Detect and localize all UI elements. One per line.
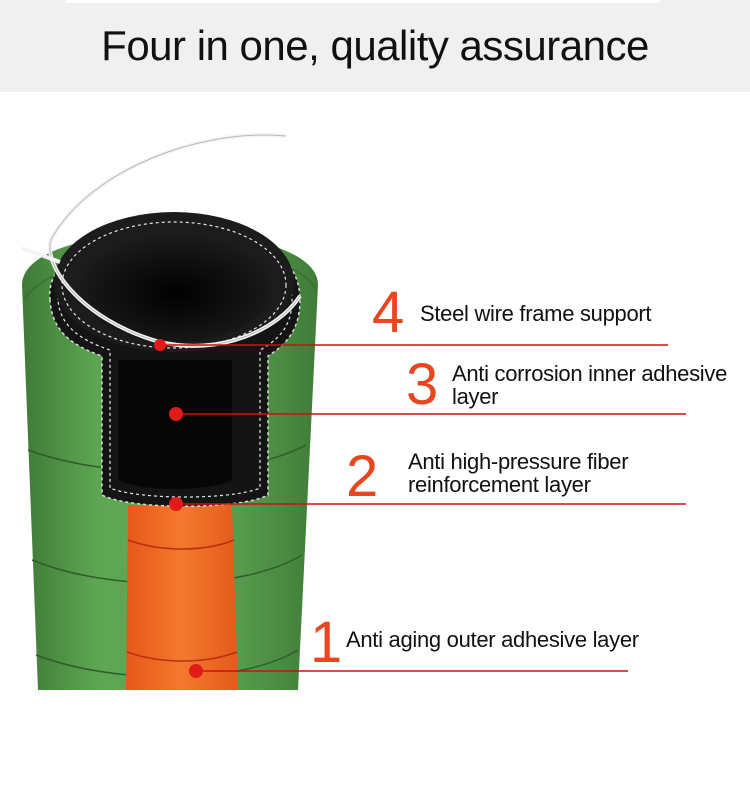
layer-label-3: Anti corrosion inner adhesive layer [452,361,728,409]
inner-adhesive-cutaway [49,212,301,507]
title-banner: Four in one, quality assurance [0,0,750,92]
layer-number-4: 4 [372,280,405,345]
layer-label-2: Anti high-pressure fiber reinforcement l… [408,449,629,497]
marker-dot-3 [169,407,183,421]
marker-dot-2 [169,497,183,511]
banner-top-stripe [66,0,660,3]
marker-dot-4 [154,339,166,351]
layer-number-3: 3 [406,352,439,417]
fiber-reinforcement-strip [126,505,238,690]
steel-wire [21,133,302,348]
page-title: Four in one, quality assurance [101,22,649,69]
layer-number-2: 2 [346,444,379,509]
marker-dot-1 [189,664,203,678]
layer-label-1: Anti aging outer adhesive layer [346,627,639,652]
callout-leaders [154,339,686,678]
layer-number-1: 1 [310,610,343,675]
layer-label-4: Steel wire frame support [420,301,652,326]
